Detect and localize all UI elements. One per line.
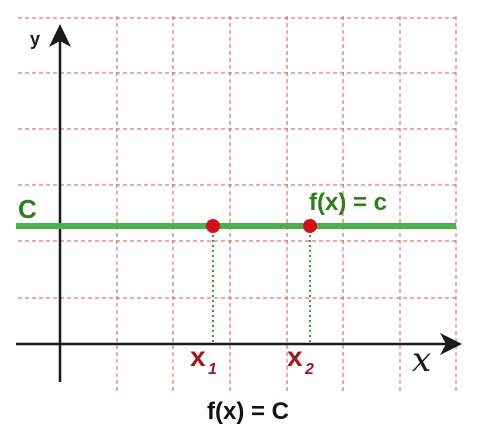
- drop-lines: [212, 230, 311, 344]
- x2-label: x 2: [287, 341, 314, 378]
- x-axis-label: x: [412, 340, 431, 380]
- y-axis-arrowhead: [49, 24, 71, 47]
- x1-label: x 1: [190, 341, 217, 378]
- grid: [18, 16, 458, 392]
- point-x2: [303, 219, 317, 233]
- x1-label-main: x: [190, 341, 206, 372]
- x-axis-arrowhead: [440, 333, 462, 355]
- caption: f(x) = C: [207, 398, 289, 425]
- y-axis-label: y: [30, 29, 40, 49]
- x2-label-main: x: [287, 341, 303, 372]
- function-label: f(x) = c: [309, 189, 387, 216]
- constant-c-label: C: [18, 194, 37, 224]
- point-x1: [206, 219, 220, 233]
- x1-label-subscript: 1: [208, 361, 217, 378]
- axes: [16, 38, 448, 382]
- x2-label-subscript: 2: [304, 361, 314, 378]
